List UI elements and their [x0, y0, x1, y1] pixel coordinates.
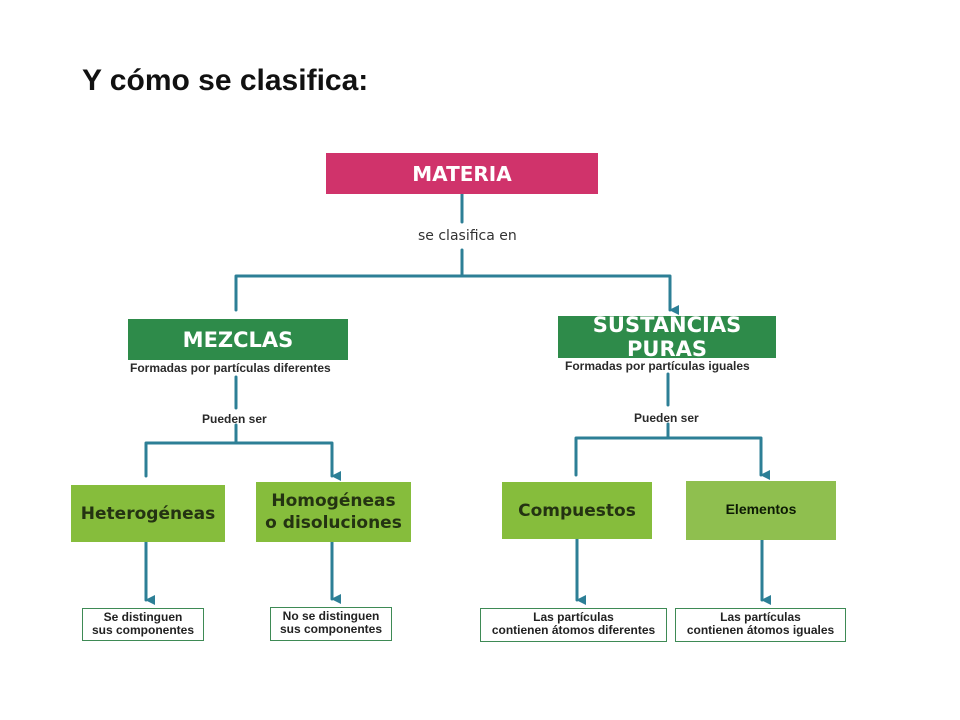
leaf-line: Las partículas — [720, 610, 801, 624]
node-label-line: o disoluciones — [265, 513, 402, 533]
node-elementos: Elementos — [686, 481, 836, 540]
node-sustancias-puras: SUSTANCIAS PURAS — [558, 313, 776, 361]
node-materia: MATERIA — [326, 153, 598, 194]
leaf-line: No se distinguen — [282, 609, 380, 623]
sustancias-link-label: Pueden ser — [634, 411, 699, 425]
leaf-line: sus componentes — [279, 622, 383, 636]
node-label-line: Heterogéneas — [80, 503, 216, 524]
leaf-heterogeneas: Se distinguen sus componentes — [82, 608, 204, 641]
node-homogeneas: Homogéneas o disoluciones — [256, 482, 411, 542]
node-label-line: Homogéneas — [271, 491, 396, 511]
sustancias-description: Formadas por partículas iguales — [565, 359, 750, 373]
node-compuestos: Compuestos — [502, 482, 652, 539]
leaf-line: Las partículas — [533, 610, 614, 624]
node-label-line: Elementos — [725, 501, 797, 517]
mezclas-branch-connector — [144, 441, 341, 481]
leaf-elementos: Las partículas contienen átomos iguales — [675, 608, 846, 642]
leaf-line: contienen átomos diferentes — [491, 623, 656, 637]
node-heterogeneas: Heterogéneas — [71, 485, 225, 542]
link-label-se-clasifica: se clasifica en — [418, 228, 517, 244]
node-mezclas: MEZCLAS — [128, 319, 348, 360]
leaf-line: sus componentes — [91, 623, 195, 637]
mezclas-description: Formadas por partículas diferentes — [130, 361, 331, 375]
leaf-line: contienen átomos iguales — [686, 623, 835, 637]
leaf-line: Se distinguen — [103, 610, 183, 624]
mezclas-link-label: Pueden ser — [202, 412, 267, 426]
node-label-line: Compuestos — [518, 500, 636, 521]
root-branch-connector — [234, 274, 679, 315]
leaf-homogeneas: No se distinguen sus componentes — [270, 607, 392, 641]
leaf-compuestos: Las partículas contienen átomos diferent… — [480, 608, 667, 642]
page-title: Y cómo se clasifica: — [82, 64, 369, 97]
sustancias-branch-connector — [574, 436, 770, 480]
